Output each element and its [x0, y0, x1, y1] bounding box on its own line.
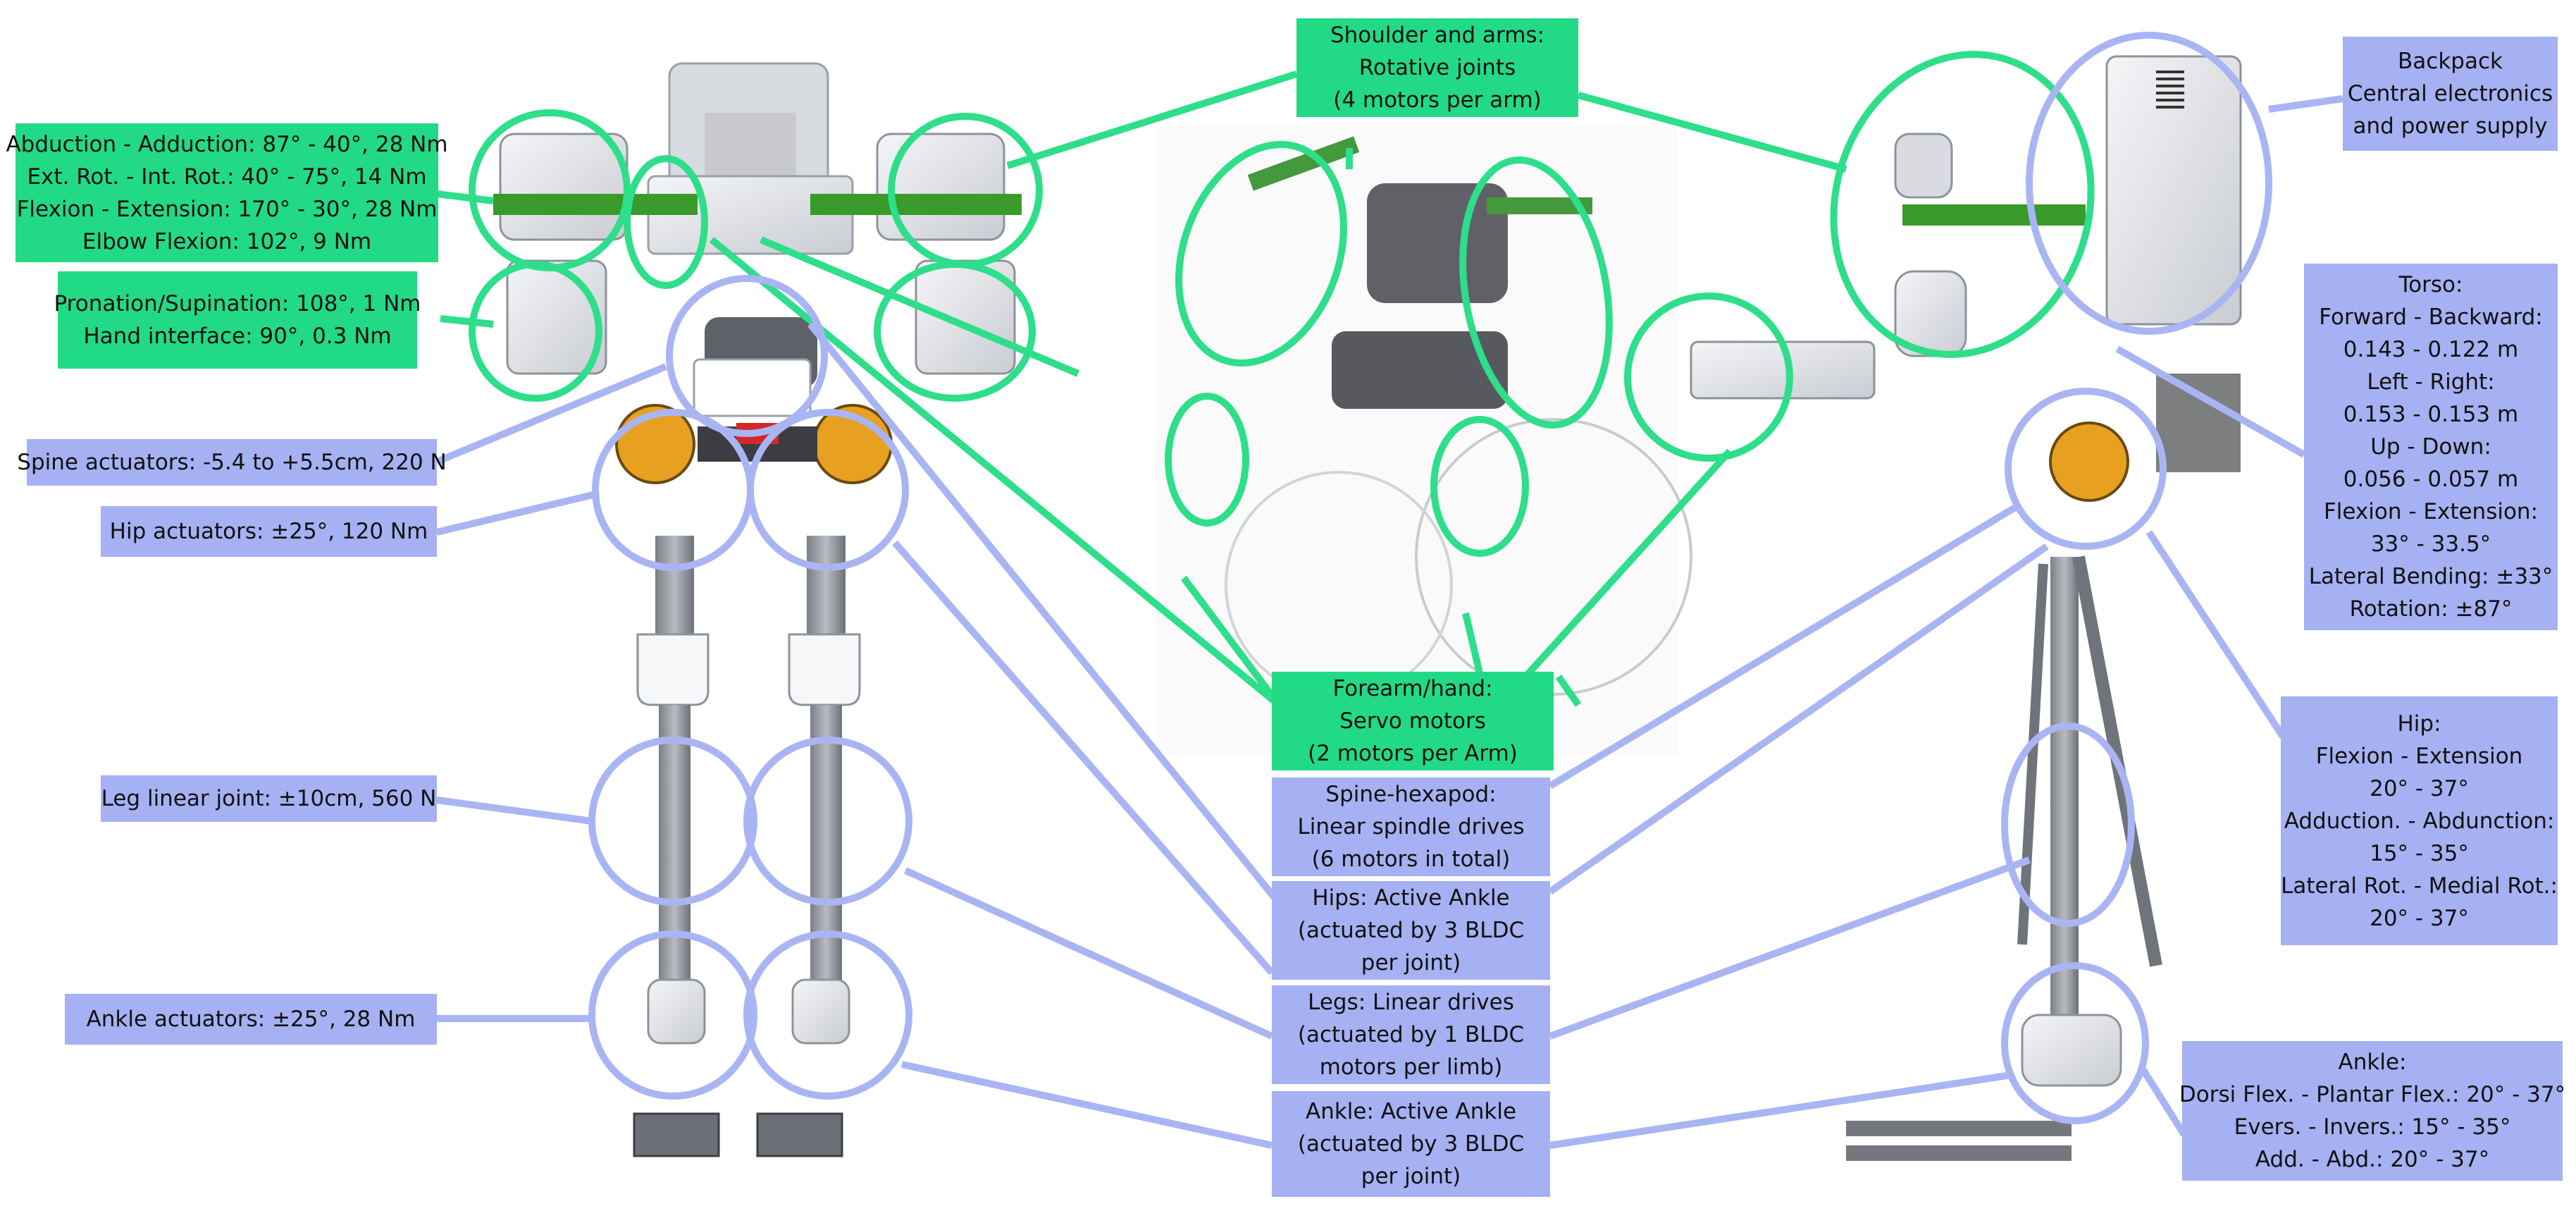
label-line: Rotative joints	[1358, 55, 1516, 80]
label-line: Hips: Active Ankle	[1312, 885, 1510, 911]
label-line: Dorsi Flex. - Plantar Flex.: 20° - 37°	[2179, 1082, 2566, 1107]
label-line: Lateral Bending: ±33°	[2308, 564, 2553, 589]
label-line: Legs: Linear drives	[1308, 990, 1514, 1015]
label-line: Pronation/Supination: 108°, 1 Nm	[54, 291, 421, 316]
label-ankle-ranges: Ankle: Dorsi Flex. - Plantar Flex.: 20° …	[2179, 1041, 2566, 1181]
label-line: Spine actuators: -5.4 to +5.5cm, 220 N	[17, 450, 447, 475]
label-line: Servo motors	[1339, 708, 1486, 734]
label-line: Up - Down:	[2370, 434, 2491, 460]
label-line: Ankle actuators: ±25°, 28 Nm	[86, 1007, 416, 1032]
label-line: Flexion - Extension: 170° - 30°, 28 Nm	[16, 196, 438, 222]
label-line: Left - Right:	[2367, 369, 2495, 395]
label-line: Lateral Rot. - Medial Rot.:	[2281, 873, 2558, 899]
label-line: (2 motors per Arm)	[1308, 741, 1518, 766]
label-line: Evers. - Invers.: 15° - 35°	[2234, 1114, 2511, 1140]
label-line: Flexion - Extension:	[2323, 499, 2539, 524]
label-leg-linear-joint: Leg linear joint: ±10cm, 560 N	[101, 775, 437, 822]
label-line: Central electronics	[2347, 81, 2553, 106]
label-line: Ankle: Active Ankle	[1305, 1099, 1517, 1124]
label-line: 15° - 35°	[2370, 840, 2469, 866]
green-connectors	[436, 51, 2095, 708]
label-line: 0.153 - 0.153 m	[2343, 402, 2519, 427]
label-hip-actuators: Hip actuators: ±25°, 120 Nm	[101, 506, 437, 557]
label-line: (actuated by 1 BLDC	[1297, 1022, 1525, 1047]
label-line: Linear spindle drives	[1297, 814, 1525, 839]
label-line: Forearm/hand:	[1332, 676, 1493, 701]
label-line: Hip actuators: ±25°, 120 Nm	[109, 519, 428, 544]
label-line: Rotation: ±87°	[2349, 596, 2513, 622]
label-line: Hip:	[2397, 710, 2441, 737]
label-line: per joint)	[1361, 950, 1461, 976]
blue-connectors	[435, 32, 2343, 1149]
label-line: Leg linear joint: ±10cm, 560 N	[101, 786, 437, 811]
label-forearm-hand: Forearm/hand: Servo motors (2 motors per…	[1272, 672, 1554, 770]
label-line: Spine-hexapod:	[1325, 782, 1497, 807]
label-ankle-actuators: Ankle actuators: ±25°, 28 Nm	[65, 994, 437, 1045]
label-line: Abduction - Adduction: 87° - 40°, 28 Nm	[6, 131, 448, 157]
label-backpack: Backpack Central electronics and power s…	[2343, 37, 2558, 151]
label-line: 20° - 37°	[2370, 905, 2469, 931]
label-line: Backpack	[2398, 49, 2503, 74]
label-line: Torso:	[2398, 272, 2463, 297]
label-spine-hexapod: Spine-hexapod: Linear spindle drives (6 …	[1272, 777, 1550, 876]
label-line: (6 motors in total)	[1311, 847, 1511, 872]
label-line: per joint)	[1361, 1164, 1461, 1189]
label-shoulder-and-arms: Shoulder and arms: Rotative joints (4 mo…	[1296, 18, 1578, 117]
label-arm-joint-ranges: Abduction - Adduction: 87° - 40°, 28 Nm …	[6, 123, 448, 262]
label-hips-active-ankle: Hips: Active Ankle (actuated by 3 BLDC p…	[1272, 881, 1550, 980]
label-line: (actuated by 3 BLDC	[1297, 1131, 1525, 1157]
label-torso: Torso: Forward - Backward: 0.143 - 0.122…	[2304, 264, 2558, 630]
label-line: Hand interface: 90°, 0.3 Nm	[83, 324, 392, 349]
label-line: Add. - Abd.: 20° - 37°	[2255, 1147, 2490, 1172]
label-line: Ext. Rot. - Int. Rot.: 40° - 75°, 14 Nm	[27, 164, 427, 190]
label-line: Shoulder and arms:	[1330, 23, 1545, 48]
side-view-robot	[1690, 55, 2242, 1161]
label-line: Elbow Flexion: 102°, 9 Nm	[82, 228, 372, 254]
label-line: Flexion - Extension	[2315, 743, 2523, 769]
label-legs-linear-drives: Legs: Linear drives (actuated by 1 BLDC …	[1272, 985, 1550, 1084]
label-line: (4 motors per arm)	[1333, 87, 1542, 113]
label-spine-actuators: Spine actuators: -5.4 to +5.5cm, 220 N	[17, 439, 447, 486]
label-line: Adduction. - Abdunction:	[2284, 808, 2555, 834]
label-line: 33° - 33.5°	[2370, 531, 2491, 557]
label-line: motors per limb)	[1319, 1054, 1503, 1080]
wheelchair-view	[1156, 127, 1692, 754]
label-pronation-supination: Pronation/Supination: 108°, 1 Nm Hand in…	[54, 271, 421, 369]
label-line: 0.143 - 0.122 m	[2343, 337, 2519, 362]
front-view-robot	[493, 62, 1022, 1157]
label-line: (actuated by 3 BLDC	[1297, 918, 1525, 943]
label-line: and power supply	[2353, 113, 2548, 139]
label-line: 0.056 - 0.057 m	[2343, 467, 2519, 492]
label-line: Ankle:	[2338, 1050, 2407, 1075]
label-line: 20° - 37°	[2370, 775, 2469, 801]
label-line: Forward - Backward:	[2319, 304, 2543, 330]
label-hip-ranges: Hip: Flexion - Extension 20° - 37° Adduc…	[2281, 696, 2558, 945]
label-ankle-active-ankle: Ankle: Active Ankle (actuated by 3 BLDC …	[1272, 1091, 1550, 1197]
